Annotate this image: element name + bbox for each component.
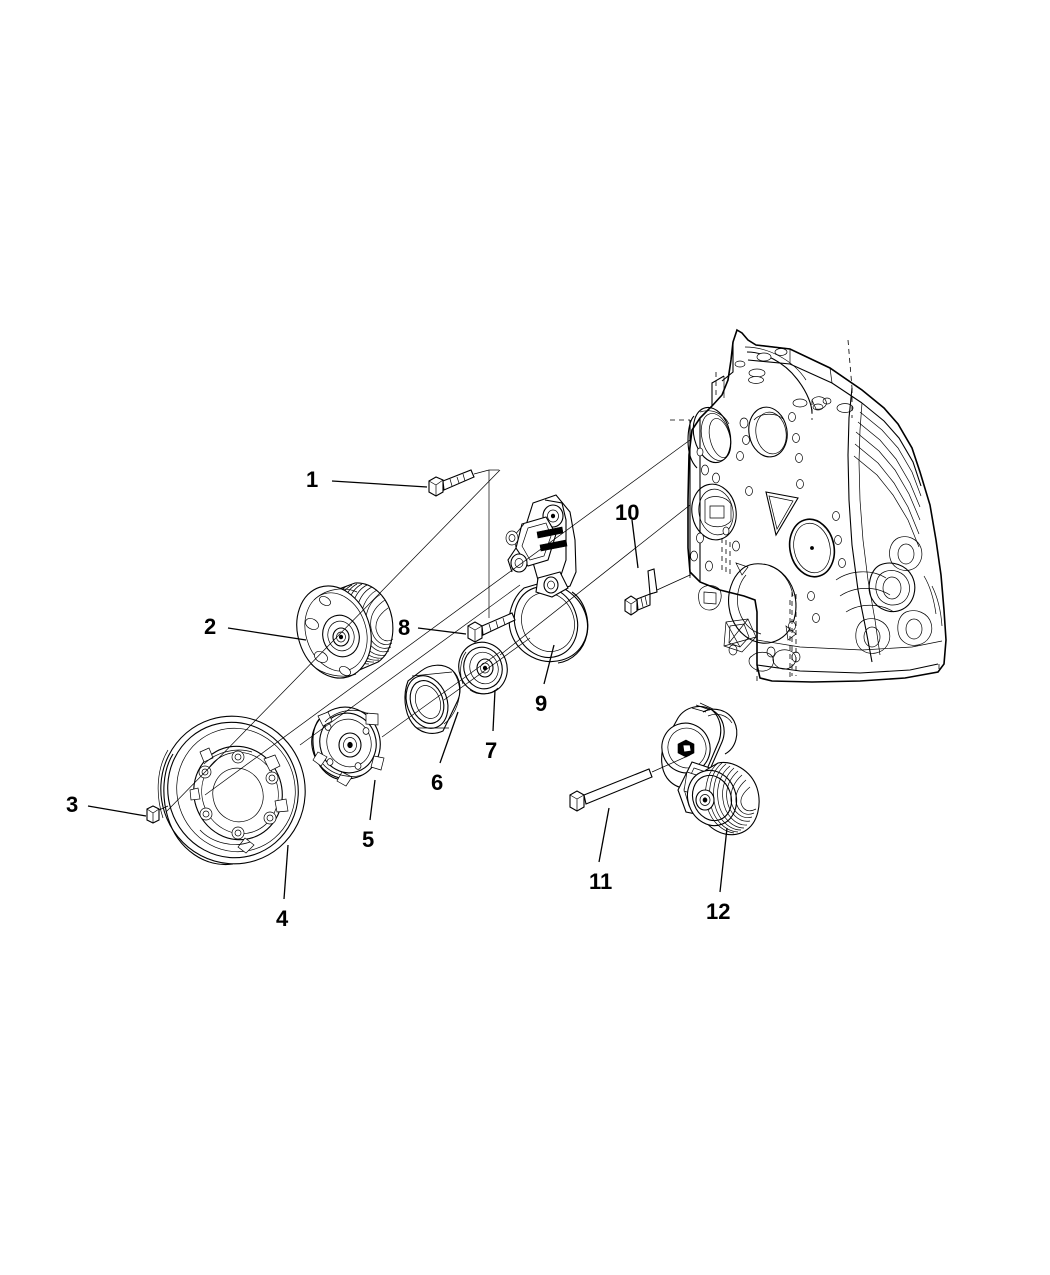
part-7-idler-pulley bbox=[458, 641, 508, 695]
callout-label-9[interactable]: 9 bbox=[535, 691, 548, 716]
part-9-fan-support-bracket bbox=[505, 494, 589, 664]
part-12-belt-tensioner bbox=[661, 702, 760, 836]
callout-label-8[interactable]: 8 bbox=[398, 615, 411, 640]
callout-label-4[interactable]: 4 bbox=[276, 906, 289, 931]
callout-label-7[interactable]: 7 bbox=[485, 738, 498, 763]
engine-block-assembly bbox=[670, 328, 947, 683]
part-4-vibration-damper bbox=[157, 715, 306, 866]
callout-label-6[interactable]: 6 bbox=[431, 770, 444, 795]
part-2-serpentine-pulley bbox=[296, 582, 394, 679]
part-11-bolt bbox=[569, 768, 653, 812]
callout-label-5[interactable]: 5 bbox=[362, 827, 375, 852]
callout-label-1[interactable]: 1 bbox=[306, 467, 319, 492]
part-3-bolt bbox=[146, 805, 169, 824]
assembly-axis-lines bbox=[165, 439, 691, 813]
callout-label-2[interactable]: 2 bbox=[204, 614, 217, 639]
callout-label-3[interactable]: 3 bbox=[66, 792, 79, 817]
part-6-bearing-spacer bbox=[404, 664, 461, 734]
part-1-bolt bbox=[428, 469, 475, 497]
part-8-bolt bbox=[467, 612, 516, 643]
part-10-bolt bbox=[624, 568, 658, 616]
callout-label-12[interactable]: 12 bbox=[706, 899, 731, 924]
callout-leader-lines bbox=[87, 480, 728, 900]
part-5-pulley-hub bbox=[311, 706, 385, 787]
callout-label-11[interactable]: 11 bbox=[589, 869, 613, 894]
callout-label-10[interactable]: 10 bbox=[615, 500, 640, 525]
